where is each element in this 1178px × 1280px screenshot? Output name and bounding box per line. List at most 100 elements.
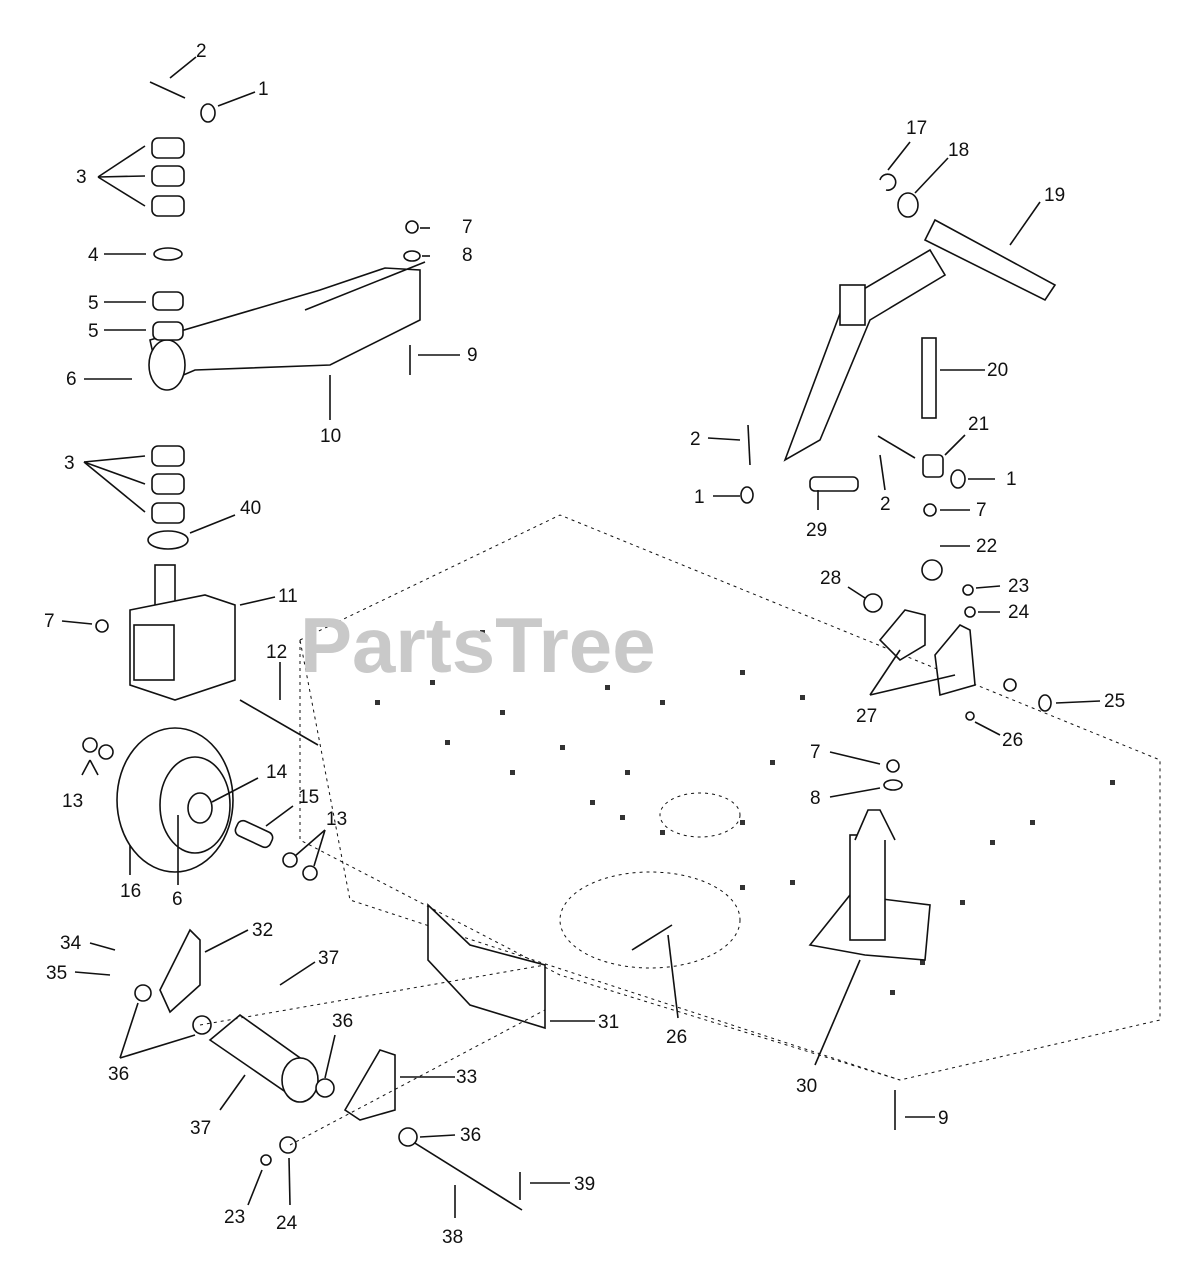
- pin-29: [809, 476, 859, 492]
- label-6: 6: [172, 889, 183, 910]
- spacer-15: [234, 819, 274, 849]
- label-15: 15: [298, 787, 319, 808]
- label-31: 31: [598, 1012, 619, 1033]
- washer-8-top: [403, 250, 421, 262]
- label-7: 7: [976, 500, 987, 521]
- label-25: 25: [1104, 691, 1125, 712]
- label-14: 14: [266, 762, 288, 783]
- label-26: 26: [666, 1027, 687, 1048]
- bolt-26-a: [965, 711, 975, 721]
- label-9: 9: [467, 345, 478, 366]
- spring-part: [1003, 678, 1017, 692]
- leader-lines: [61, 56, 1101, 1218]
- clip-17: [879, 173, 897, 191]
- label-22: 22: [976, 536, 997, 557]
- bushing-21: [922, 454, 944, 478]
- label-36: 36: [108, 1064, 129, 1085]
- callout-labels: 2 1 3 4 5 6 5 3 40 7 11 12 7 8 9 10 13 1…: [44, 41, 1125, 1248]
- label-34: 34: [60, 933, 82, 954]
- label-23: 23: [224, 1207, 245, 1228]
- part-25: [1038, 694, 1052, 712]
- label-17: 17: [906, 118, 927, 139]
- label-2: 2: [690, 429, 701, 450]
- bracket-27-a: [878, 609, 926, 662]
- caster-arm-10: [148, 261, 426, 391]
- spacers-3-bottom: [151, 445, 185, 524]
- handle-19: [783, 218, 1057, 462]
- washer-4: [153, 247, 183, 261]
- bushing-5-top: [152, 291, 184, 311]
- label-13: 13: [62, 791, 83, 812]
- ring-1-right-a: [740, 486, 754, 504]
- label-5: 5: [88, 293, 99, 314]
- label-9: 9: [938, 1108, 949, 1129]
- label-26: 26: [1002, 730, 1023, 751]
- label-20: 20: [987, 360, 1008, 381]
- washer-40: [147, 530, 189, 550]
- label-29: 29: [806, 520, 827, 541]
- label-1: 1: [258, 79, 269, 100]
- label-10: 10: [320, 426, 341, 447]
- pin-2-right-a: [747, 424, 751, 466]
- watermark: PartsTree: [300, 601, 656, 689]
- washer-8-post: [883, 779, 903, 791]
- bracket-32: [159, 928, 201, 1014]
- label-12: 12: [266, 642, 287, 663]
- label-27: 27: [856, 706, 877, 727]
- label-11: 11: [278, 586, 298, 607]
- label-7: 7: [44, 611, 55, 632]
- label-2: 2: [880, 494, 891, 515]
- bracket-31: [427, 903, 546, 1030]
- nut-7-top: [405, 220, 419, 234]
- nut-23-a: [962, 584, 974, 596]
- axle-38: [409, 1139, 523, 1211]
- label-39: 39: [574, 1174, 595, 1195]
- post-30: [808, 809, 931, 961]
- label-2: 2: [196, 41, 207, 62]
- bracket-33: [343, 1049, 396, 1121]
- label-33: 33: [456, 1067, 477, 1088]
- washer-24-b: [279, 1136, 297, 1154]
- label-7: 7: [462, 217, 473, 238]
- bolt-26-b: [631, 924, 673, 951]
- label-28: 28: [820, 568, 841, 589]
- pin-20: [921, 337, 937, 419]
- label-18: 18: [948, 140, 969, 161]
- nut-23-b: [260, 1154, 272, 1166]
- bushing-5-bottom: [152, 321, 184, 341]
- washers-13: [82, 737, 318, 881]
- label-37: 37: [190, 1118, 211, 1139]
- label-3: 3: [64, 453, 75, 474]
- label-1: 1: [1006, 469, 1017, 490]
- eyebolt-22: [921, 559, 943, 581]
- handle-assembly: [631, 173, 1057, 1130]
- label-23: 23: [1008, 576, 1029, 597]
- nut-7-right: [923, 503, 937, 517]
- label-13: 13: [326, 809, 347, 830]
- label-40: 40: [240, 498, 261, 519]
- label-32: 32: [252, 920, 273, 941]
- nut-7-post: [886, 759, 900, 773]
- label-16: 16: [120, 881, 141, 902]
- label-21: 21: [968, 414, 989, 435]
- label-30: 30: [796, 1076, 817, 1097]
- label-8: 8: [810, 788, 821, 809]
- roller-assembly: [134, 903, 546, 1211]
- label-4: 4: [88, 245, 99, 266]
- bracket-27-b: [934, 624, 976, 697]
- label-8: 8: [462, 245, 473, 266]
- label-24: 24: [276, 1213, 298, 1234]
- caster-fork-11: [129, 564, 236, 701]
- ring-1-right-b: [950, 469, 966, 489]
- nut-7-left: [95, 619, 109, 633]
- label-36: 36: [332, 1011, 353, 1032]
- label-7: 7: [810, 742, 821, 763]
- caster-stack: [82, 81, 426, 881]
- spacers-3-top: [151, 137, 185, 217]
- washer-36-a: [134, 984, 152, 1002]
- washer-36-d: [398, 1127, 418, 1147]
- label-24: 24: [1008, 602, 1030, 623]
- washer-36-c: [315, 1078, 335, 1098]
- label-38: 38: [442, 1227, 463, 1248]
- label-19: 19: [1044, 185, 1065, 206]
